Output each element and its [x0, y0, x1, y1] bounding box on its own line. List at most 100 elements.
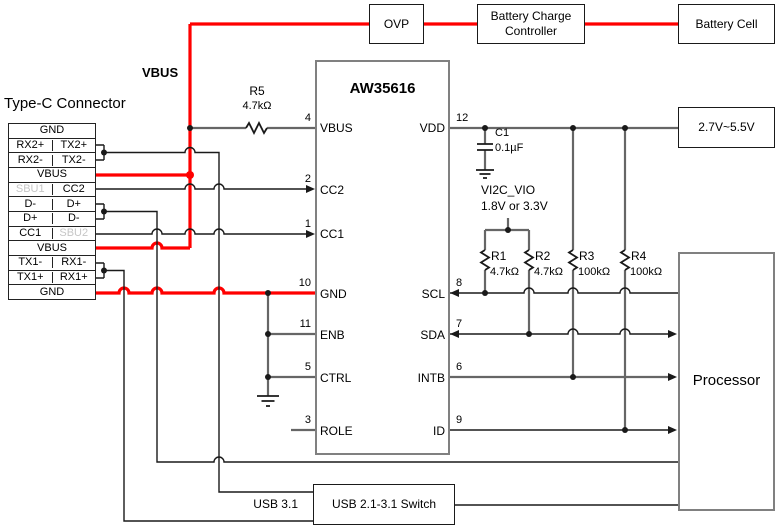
pin-num-3: 3	[304, 414, 311, 426]
pin-num-4: 4	[304, 112, 311, 124]
pin-num-10: 10	[298, 277, 311, 289]
junction-gnd	[265, 290, 271, 296]
junction-r3-intb	[570, 374, 576, 380]
junction-r5-vbus	[187, 125, 193, 131]
typec-row-dm-dp: D-D+	[9, 196, 95, 211]
signal-wires	[54, 144, 678, 522]
pin-num-2: 2	[304, 173, 311, 185]
typec-row-gnd-top: GND	[39, 124, 65, 137]
pin-label-intb: INTB	[417, 371, 445, 385]
chip-title: AW35616	[349, 80, 416, 97]
r5-ref: R5	[249, 84, 265, 98]
typec-row-tx1m: TX1-RX1-	[9, 255, 95, 270]
arrow-cc1-into-chip	[306, 230, 315, 238]
junction-c1-vdd	[482, 125, 488, 131]
wire-cc1	[54, 228, 311, 235]
r1-ref: R1	[491, 249, 507, 263]
r3-ref: R3	[579, 249, 595, 263]
wire-vbus-lower-row	[96, 241, 190, 250]
r2-ref: R2	[535, 249, 551, 263]
r3-resistor	[567, 249, 579, 271]
r1-resistor	[479, 249, 491, 271]
junction-enb	[265, 331, 271, 337]
junction-vbus-upper	[186, 171, 194, 179]
r4-value: 100kΩ	[630, 266, 663, 278]
typec-row-vbus-upper: VBUS	[9, 167, 95, 182]
pin-num-1: 1	[304, 218, 311, 230]
junction-tx2	[101, 149, 107, 156]
junction-dots	[101, 125, 628, 433]
arrow-scl-into-chip	[450, 289, 459, 297]
usb31-label: USB 3.1	[253, 497, 298, 511]
pin-num-8: 8	[456, 277, 463, 289]
ovp-box: OVP	[369, 4, 424, 44]
typec-row-tx1p: TX1+RX1+	[9, 269, 95, 285]
vi2c-vio-label: VI2C_VIO	[481, 183, 536, 197]
ground-symbol-c1	[476, 169, 494, 179]
charge-controller-label: Battery Charge Controller	[490, 9, 572, 38]
r3-value: 100kΩ	[578, 266, 611, 278]
pin-label-ctrl: CTRL	[320, 371, 352, 385]
c1-capacitor	[477, 143, 493, 151]
typec-title: Type-C Connector	[4, 95, 126, 112]
r2-value: 4.7kΩ	[534, 266, 564, 278]
c1-value: 0.1µF	[495, 142, 524, 154]
arrow-id-into-processor	[668, 426, 677, 434]
ground-symbol-main	[257, 395, 279, 407]
junction-r4-id	[622, 427, 628, 433]
r1-value: 4.7kΩ	[490, 266, 520, 278]
pin-num-12: 12	[456, 112, 469, 124]
pin-label-sda: SDA	[420, 328, 445, 342]
wire-tx1-route	[104, 269, 313, 522]
junction-d	[101, 208, 107, 215]
pin-label-scl: SCL	[421, 287, 445, 301]
r2-resistor	[523, 249, 535, 271]
arrow-sda-into-chip	[450, 330, 459, 338]
pin-label-vbus: VBUS	[320, 121, 353, 135]
vi2c-voltage-label: 1.8V or 3.3V	[481, 199, 548, 213]
pin-num-6: 6	[456, 361, 463, 373]
junction-r3-vdd	[570, 125, 576, 131]
r5-resistor	[245, 120, 268, 136]
pin-num-5: 5	[304, 361, 311, 373]
r5-value: 4.7kΩ	[242, 100, 272, 112]
wire-cc2	[96, 183, 311, 190]
typec-row-vbus-lower: VBUS	[9, 240, 95, 255]
typec-row-rx2m: RX2-TX2-	[9, 152, 95, 167]
wire-scl	[450, 287, 678, 294]
charge-controller-box: Battery Charge Controller	[477, 4, 585, 44]
junction-ctrl	[265, 374, 271, 380]
pin-label-enb: ENB	[320, 328, 345, 342]
pin-label-gnd: GND	[320, 287, 347, 301]
junction-r4-vdd	[622, 125, 628, 131]
c1-ref: C1	[495, 127, 510, 139]
r4-resistor	[619, 249, 631, 271]
usb-switch-label: USB 2.1-3.1 Switch	[331, 497, 437, 511]
typec-row-rx2p: RX2+TX2+	[9, 137, 95, 153]
r4-ref: R4	[631, 249, 647, 263]
wire-d-route	[104, 210, 678, 463]
pin-label-cc1: CC1	[320, 227, 345, 241]
junction-vi2c	[505, 227, 511, 233]
arrow-sda-into-processor	[668, 330, 677, 338]
junction-r2-sda	[526, 331, 532, 337]
junction-tx1	[101, 267, 107, 274]
ovp-label: OVP	[383, 16, 410, 31]
wire-tx2-route	[104, 146, 313, 493]
pin-num-9: 9	[456, 414, 463, 426]
vdd-range-box: 2.7V~5.5V	[678, 107, 775, 148]
typec-row-gnd-bottom: GND	[9, 284, 95, 299]
vdd-range-label: 2.7V~5.5V	[698, 120, 755, 134]
pin-num-11: 11	[299, 318, 311, 330]
arrow-cc2-into-chip	[306, 185, 315, 193]
battery-cell-box: Battery Cell	[678, 4, 775, 44]
typec-row-dp-dm: D+D-	[9, 211, 95, 226]
wire-sda	[450, 328, 672, 335]
pin-label-role: ROLE	[320, 424, 353, 438]
usb-switch-box: USB 2.1-3.1 Switch	[313, 484, 455, 525]
